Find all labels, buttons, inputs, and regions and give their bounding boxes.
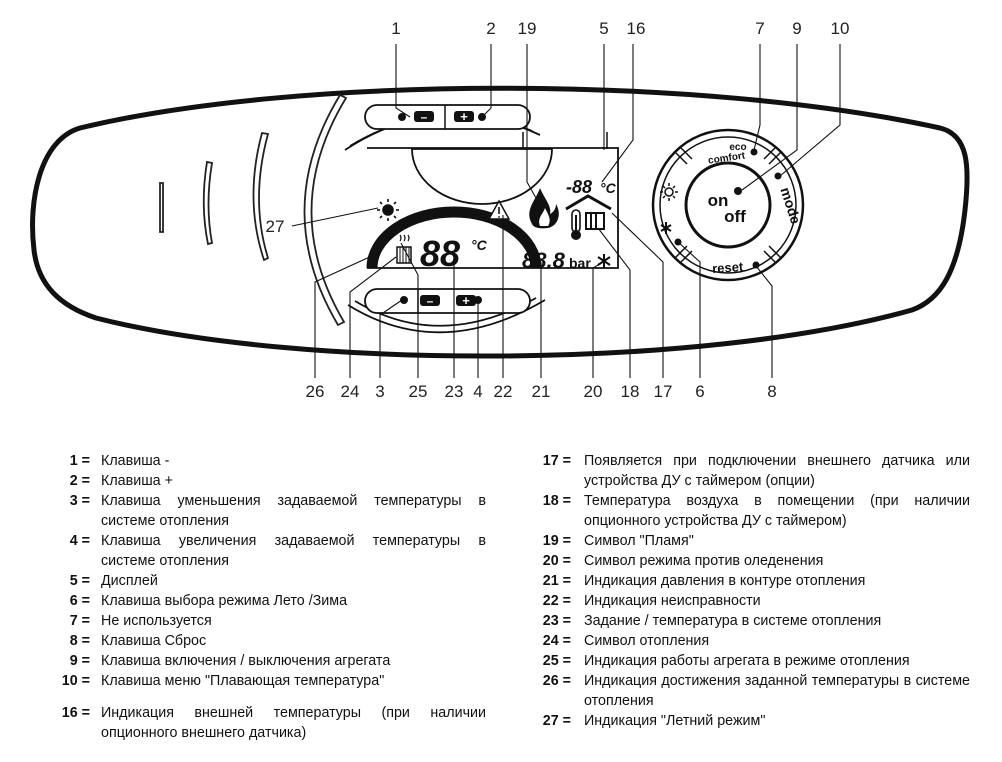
decorative-ribs [159,93,348,327]
top-button-bar [364,104,531,130]
callout-4: 4 [473,382,482,401]
callout-22: 22 [494,382,513,401]
legend-item: 18 =Температура воздуха в помещении (при… [542,493,970,529]
callout-27: 27 [266,217,285,236]
legend-item: 7 =Не используется [69,613,212,629]
minus-label: – [421,110,428,124]
legend-item: 27 =Индикация "Летний режим" [542,713,766,729]
legend-item: 20 =Символ режима против оледенения [542,553,824,569]
warning-icon [487,199,511,220]
radiator-icon [396,234,412,264]
house-thermometer-icon [565,194,612,240]
eco-comfort-button[interactable]: eco comfort [707,142,758,167]
legend-item: 25 =Индикация работы агрегата в режиме о… [542,653,910,669]
legend-item: 26 =Индикация достижения заданной темпер… [542,673,970,709]
snowflake-icon [597,254,611,268]
callout-20: 20 [584,382,603,401]
reset-button[interactable]: reset [712,259,760,276]
callout-24: 24 [341,382,360,401]
heating-arc-indicator [366,206,542,269]
legend-item: 16 =Индикация внешней температуры (при н… [61,705,486,741]
callout-1: 1 [391,19,400,38]
sun-icon [660,183,678,201]
callout-10: 10 [831,19,850,38]
legend-left: 1 =Клавиша - 2 =Клавиша + 3 =Клавиша уме… [56,451,486,743]
legend-item: 2 =Клавиша + [69,473,173,489]
callout-9: 9 [792,19,801,38]
heating-temperature-value: 88 [420,233,460,274]
legend-item: 4 =Клавиша увеличения задаваемой темпера… [69,533,486,569]
legend-item: 24 =Символ отопления [542,633,710,649]
plus-label: + [462,293,470,308]
callout-23: 23 [445,382,464,401]
callout-25: 25 [409,382,428,401]
external-temperature-unit: °C [600,180,617,196]
legend-item: 19 =Символ "Пламя" [542,533,694,549]
legend-item: 8 =Клавиша Сброс [69,633,207,649]
off-label: off [724,207,746,226]
reset-label: reset [712,259,745,276]
minus-button-top[interactable]: – [398,110,434,124]
leader-lines [291,44,841,378]
eco-label: eco [729,142,746,153]
panel-outline [30,85,970,359]
callout-8: 8 [767,382,776,401]
control-panel-diagram: – + – + [30,19,970,401]
external-temperature-value: -88 [566,177,592,197]
plus-label: + [460,109,468,124]
callout-17: 17 [654,382,673,401]
callout-5: 5 [599,19,608,38]
legend-spacer [56,691,486,703]
legend-item: 10 =Клавиша меню "Плавающая температура" [61,673,385,689]
callout-19: 19 [518,19,537,38]
snowflake-icon [660,222,672,234]
minus-button-bottom[interactable]: – [400,294,440,308]
callout-26: 26 [306,382,325,401]
bottom-button-bar [364,288,531,314]
pressure-value: 88.8 [522,248,566,273]
flame-icon [529,188,559,229]
legend-item: 1 =Клавиша - [69,453,170,469]
legend-right: 17 =Появляется при подключении внешнего … [534,451,970,731]
callout-3: 3 [375,382,384,401]
callout-6: 6 [695,382,704,401]
on-off-button[interactable]: on off [708,187,747,226]
callout-7: 7 [755,19,764,38]
on-label: on [708,191,729,210]
control-dial [651,128,805,282]
legend-item: 22 =Индикация неисправности [542,593,761,609]
minus-label: – [427,294,434,308]
callout-21: 21 [532,382,551,401]
legend-item: 17 =Появляется при подключении внешнего … [542,453,970,489]
legend-item: 9 =Клавиша включения / выключения агрега… [69,653,391,669]
sun-icon [377,199,399,221]
legend-item: 3 =Клавиша уменьшения задаваемой темпера… [69,493,486,529]
callout-16: 16 [627,19,646,38]
legend-item: 5 =Дисплей [69,573,158,589]
legend-item: 6 =Клавиша выбора режима Лето /Зима [69,593,348,609]
pressure-unit: bar [569,255,591,271]
lcd-display: 88 °C -88 °C 88.8 bar [366,132,619,274]
callout-2: 2 [486,19,495,38]
legend-item: 23 =Задание / температура в системе отоп… [542,613,882,629]
callout-18: 18 [621,382,640,401]
legend-item: 21 =Индикация давления в контуре отоплен… [542,573,866,589]
heating-temperature-unit: °C [471,237,488,253]
comfort-label: comfort [707,150,746,166]
